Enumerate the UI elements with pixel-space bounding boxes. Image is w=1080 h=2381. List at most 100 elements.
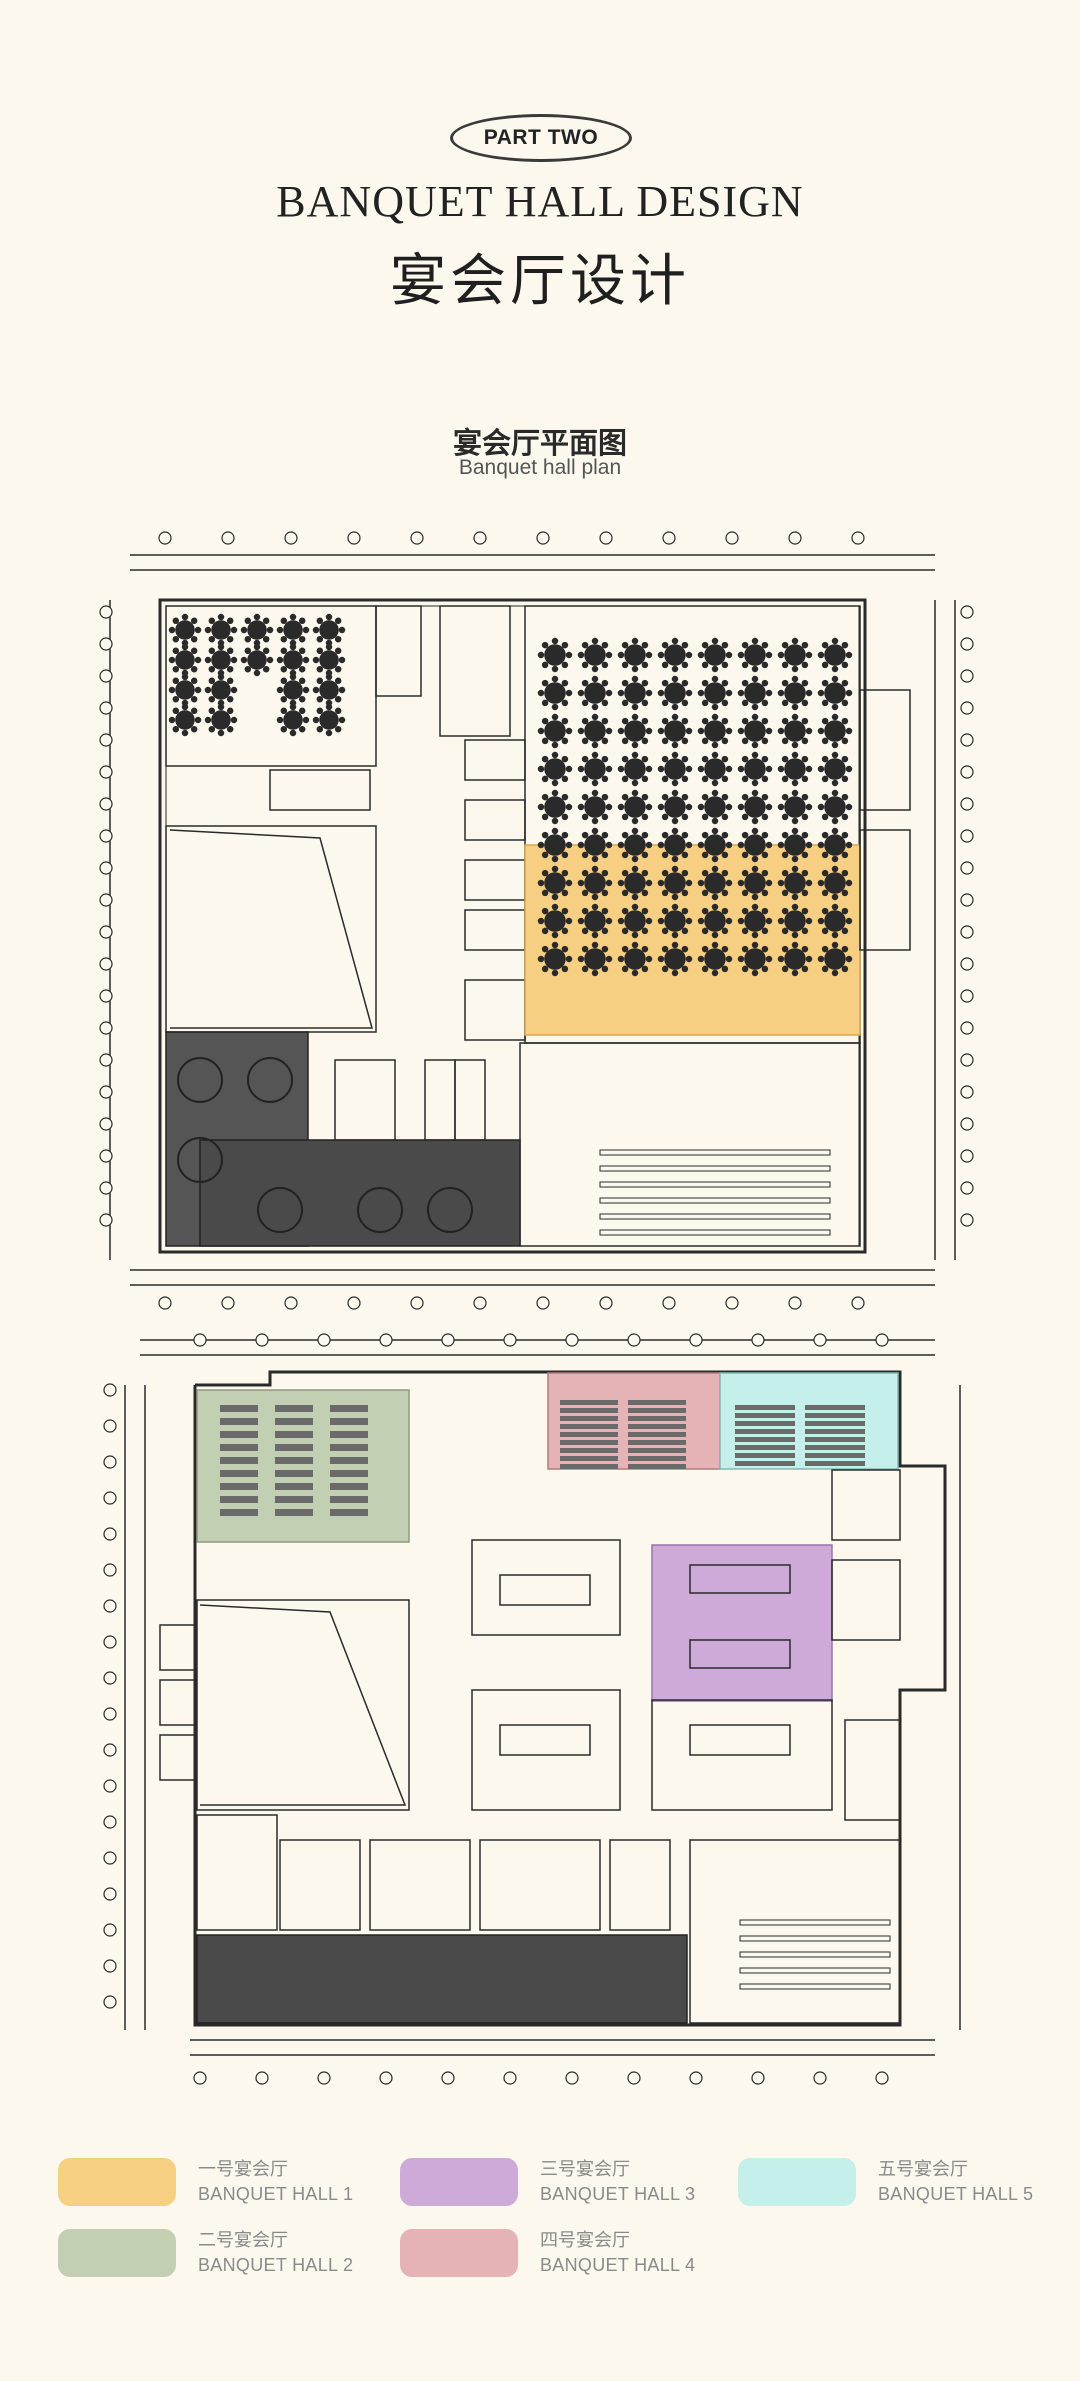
legend-label-cn: 一号宴会厅 [198, 2159, 288, 2180]
axis-marker [284, 1296, 298, 1310]
seat-row [805, 1413, 865, 1418]
seat-row [628, 1416, 686, 1421]
floor-plan-1 [99, 531, 974, 1310]
axis-marker [960, 1181, 974, 1195]
chair [565, 689, 573, 697]
chair [621, 717, 629, 725]
chair [781, 813, 789, 821]
chair [721, 679, 729, 687]
chair [761, 851, 769, 859]
chair [591, 865, 599, 873]
chair [671, 675, 679, 683]
chair [697, 955, 705, 963]
chair [645, 803, 653, 811]
chair [657, 917, 665, 925]
chair [621, 679, 629, 687]
chair [681, 699, 689, 707]
chair [661, 755, 669, 763]
chair [671, 665, 679, 673]
axis-marker [441, 2071, 455, 2085]
chair [334, 677, 342, 685]
chair [591, 931, 599, 939]
chair [325, 673, 333, 681]
chair [204, 626, 212, 634]
chair [821, 793, 829, 801]
chair [316, 707, 324, 715]
chair [581, 661, 589, 669]
chair [751, 903, 759, 911]
chair [591, 665, 599, 673]
chair [605, 841, 613, 849]
round-table [664, 758, 686, 780]
banquet-hall-3-area [651, 1544, 833, 1702]
chair [551, 827, 559, 835]
chair [697, 803, 705, 811]
chair [845, 727, 853, 735]
chair [661, 965, 669, 973]
chair [601, 641, 609, 649]
axis-marker [725, 1296, 739, 1310]
round-table [704, 720, 726, 742]
chair [697, 727, 705, 735]
chair [741, 755, 749, 763]
chair [697, 879, 705, 887]
round-table [784, 796, 806, 818]
round-table [283, 650, 303, 670]
chair [541, 755, 549, 763]
chair [761, 889, 769, 897]
chair [721, 755, 729, 763]
chair [551, 931, 559, 939]
chair [541, 945, 549, 953]
chair [561, 661, 569, 669]
chair [681, 679, 689, 687]
chair [711, 779, 719, 787]
chair [591, 751, 599, 759]
page-title-cn: 宴会厅设计 [390, 249, 690, 314]
chair [817, 651, 825, 659]
chair [172, 707, 180, 715]
chair [841, 755, 849, 763]
chair [831, 789, 839, 797]
chair [289, 673, 297, 681]
chair [711, 969, 719, 977]
chair [671, 713, 679, 721]
chair [537, 879, 545, 887]
chair [841, 699, 849, 707]
axis-marker [662, 531, 676, 545]
chair [831, 741, 839, 749]
chair [845, 765, 853, 773]
chair [791, 789, 799, 797]
chair [681, 889, 689, 897]
chair [565, 917, 573, 925]
chair [831, 931, 839, 939]
chair [605, 727, 613, 735]
chair [831, 637, 839, 645]
chair [777, 651, 785, 659]
chair [831, 713, 839, 721]
chair [805, 803, 813, 811]
chair [761, 965, 769, 973]
chair [657, 651, 665, 659]
chair [721, 775, 729, 783]
chair [605, 879, 613, 887]
chair [781, 851, 789, 859]
round-table [175, 620, 195, 640]
chair [541, 907, 549, 915]
axis-marker [565, 1333, 579, 1347]
axis-marker [503, 1333, 517, 1347]
seat-row [275, 1418, 313, 1425]
chair [661, 851, 669, 859]
chair [697, 765, 705, 773]
chair [561, 869, 569, 877]
chair [751, 931, 759, 939]
chair [181, 673, 189, 681]
chair [581, 907, 589, 915]
chair [581, 755, 589, 763]
chair [661, 737, 669, 745]
chair [751, 637, 759, 645]
seat-row [735, 1405, 795, 1410]
axis-marker [103, 1851, 117, 1865]
legend-item-hall-3: 三号宴会厅 BANQUET HALL 3 [400, 2157, 695, 2207]
chair [551, 903, 559, 911]
chair [316, 665, 324, 673]
